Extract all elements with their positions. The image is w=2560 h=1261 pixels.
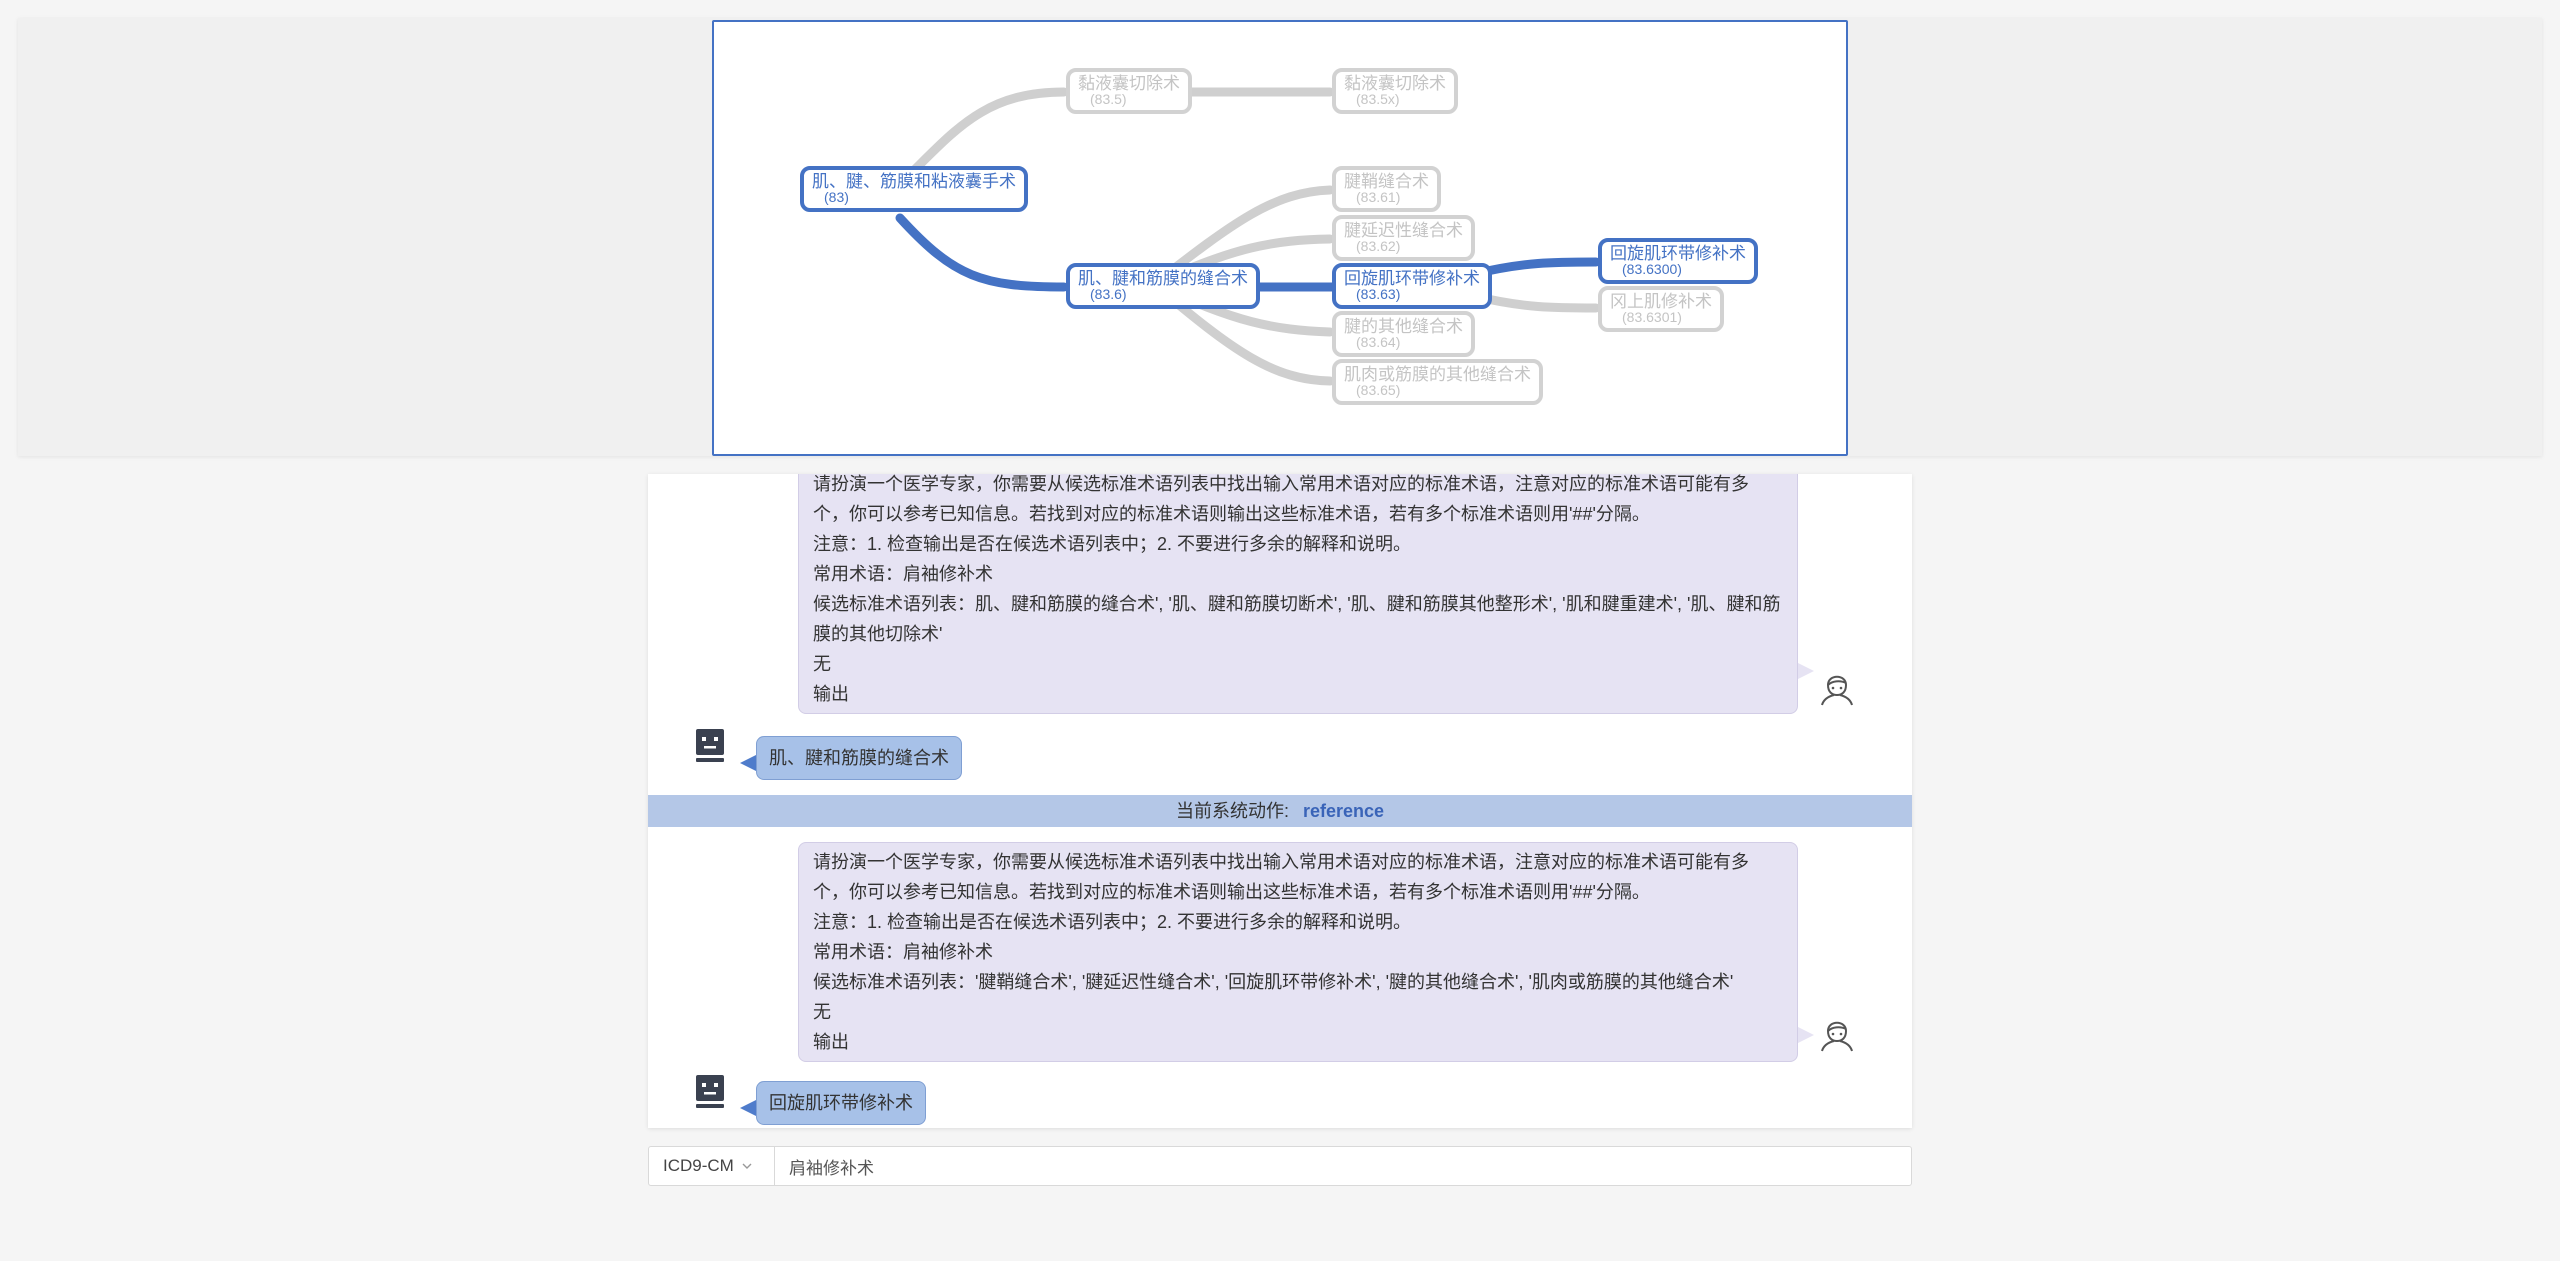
message-line: 注意：1. 检查输出是否在候选术语列表中；2. 不要进行多余的解释和说明。 xyxy=(813,534,1412,554)
message-line: 输出 xyxy=(813,1032,849,1052)
message-line: 注意：1. 检查输出是否在候选术语列表中；2. 不要进行多余的解释和说明。 xyxy=(813,912,1412,932)
tree-edge xyxy=(895,87,1069,189)
user-avatar-icon xyxy=(1821,675,1853,706)
message-line: 无 xyxy=(813,1002,831,1022)
tree-node-name: 黏液囊切除术 xyxy=(1344,74,1446,93)
tree-node-83[interactable]: 肌、腱、筋膜和粘液囊手术 (83) xyxy=(800,166,1028,212)
message-line: 常用术语：肩袖修补术 xyxy=(813,942,993,962)
tree-node-83-6301[interactable]: 冈上肌修补术 (83.6301) xyxy=(1598,286,1724,332)
chat-panel[interactable]: 请扮演一个医学专家，你需要从候选标准术语列表中找出输入常用术语对应的标准术语，注… xyxy=(648,474,1912,1128)
system-action-label: 当前系统动作: xyxy=(1175,801,1289,821)
system-action-bar: 当前系统动作: reference xyxy=(648,795,1912,827)
tree-node-name: 腱的其他缝合术 xyxy=(1344,317,1463,336)
tree-node-83-61[interactable]: 腱鞘缝合术 (83.61) xyxy=(1332,166,1441,212)
terminology-select-value: ICD9-CM xyxy=(663,1156,734,1175)
user-message: 请扮演一个医学专家，你需要从候选标准术语列表中找出输入常用术语对应的标准术语，注… xyxy=(798,474,1814,714)
tree-node-name: 冈上肌修补术 xyxy=(1610,292,1712,311)
tree-node-name: 肌肉或筋膜的其他缝合术 xyxy=(1344,365,1531,384)
tree-edge xyxy=(1469,291,1601,313)
tree-node-code: (83.6301) xyxy=(1622,309,1682,325)
terminology-select[interactable]: ICD9-CM xyxy=(649,1147,775,1185)
tree-node-code: (83.61) xyxy=(1356,189,1401,205)
tree-node-code: (83.5) xyxy=(1090,91,1127,107)
tree-node-83-6300[interactable]: 回旋肌环带修补术 (83.6300) xyxy=(1598,238,1758,284)
tree-node-code: (83) xyxy=(824,189,849,205)
message-line: 候选标准术语列表：肌、腱和筋膜的缝合术', '肌、腱和筋膜切断术', '肌、腱和… xyxy=(813,594,1781,644)
tree-node-83-5[interactable]: 黏液囊切除术 (83.5) xyxy=(1066,68,1192,114)
tree-edge xyxy=(1149,185,1335,289)
user-message: 请扮演一个医学专家，你需要从候选标准术语列表中找出输入常用术语对应的标准术语，注… xyxy=(798,842,1814,1062)
tree-node-code: (83.65) xyxy=(1356,382,1401,398)
bot-message: 肌、腱和筋膜的缝合术 xyxy=(740,736,962,780)
tree-node-83-63[interactable]: 回旋肌环带修补术 (83.63) xyxy=(1332,263,1492,309)
tree-node-83-64[interactable]: 腱的其他缝合术 (83.64) xyxy=(1332,311,1475,357)
tree-node-83-5x[interactable]: 黏液囊切除术 (83.5x) xyxy=(1332,68,1458,114)
bot-avatar-icon xyxy=(696,729,724,762)
tree-node-code: (83.6300) xyxy=(1622,261,1682,277)
tree-node-name: 肌、腱、筋膜和粘液囊手术 xyxy=(812,172,1016,191)
message-line: 请扮演一个医学专家，你需要从候选标准术语列表中找出输入常用术语对应的标准术语，注… xyxy=(813,852,1749,902)
tree-edge-active xyxy=(1469,257,1601,279)
query-input[interactable] xyxy=(775,1147,1911,1185)
tree-node-code: (83.5x) xyxy=(1356,91,1400,107)
message-line: 请扮演一个医学专家，你需要从候选标准术语列表中找出输入常用术语对应的标准术语，注… xyxy=(813,474,1749,524)
tree-node-code: (83.64) xyxy=(1356,334,1401,350)
tree-panel: 肌、腱、筋膜和粘液囊手术 (83) 黏液囊切除术 (83.5) 黏液囊切除术 (… xyxy=(712,20,1848,456)
user-avatar-icon xyxy=(1821,1021,1853,1052)
tree-node-code: (83.62) xyxy=(1356,238,1401,254)
tree-node-83-65[interactable]: 肌肉或筋膜的其他缝合术 (83.65) xyxy=(1332,359,1543,405)
chevron-down-icon xyxy=(742,1163,752,1169)
bot-avatar-icon xyxy=(696,1075,724,1108)
system-action-value: reference xyxy=(1302,801,1385,821)
message-line: 常用术语：肩袖修补术 xyxy=(813,564,993,584)
bot-message: 回旋肌环带修补术 xyxy=(740,1081,926,1125)
message-line: 无 xyxy=(813,654,831,674)
tree-node-name: 回旋肌环带修补术 xyxy=(1610,244,1746,263)
tree-node-name: 肌、腱和筋膜的缝合术 xyxy=(1078,269,1248,288)
tree-node-code: (83.6) xyxy=(1090,286,1127,302)
tree-node-name: 腱鞘缝合术 xyxy=(1344,172,1429,191)
tree-node-83-62[interactable]: 腱延迟性缝合术 (83.62) xyxy=(1332,215,1475,261)
message-line: 输出 xyxy=(813,684,849,704)
query-bar: ICD9-CM xyxy=(648,1146,1912,1186)
tree-node-name: 回旋肌环带修补术 xyxy=(1344,269,1480,288)
tree-node-code: (83.63) xyxy=(1356,286,1401,302)
tree-node-name: 黏液囊切除术 xyxy=(1078,74,1180,93)
tree-node-name: 腱延迟性缝合术 xyxy=(1344,221,1463,240)
message-line: 候选标准术语列表：'腱鞘缝合术', '腱延迟性缝合术', '回旋肌环带修补术',… xyxy=(813,972,1734,992)
tree-edge-active xyxy=(895,213,1069,292)
tree-node-83-6[interactable]: 肌、腱和筋膜的缝合术 (83.6) xyxy=(1066,263,1260,309)
